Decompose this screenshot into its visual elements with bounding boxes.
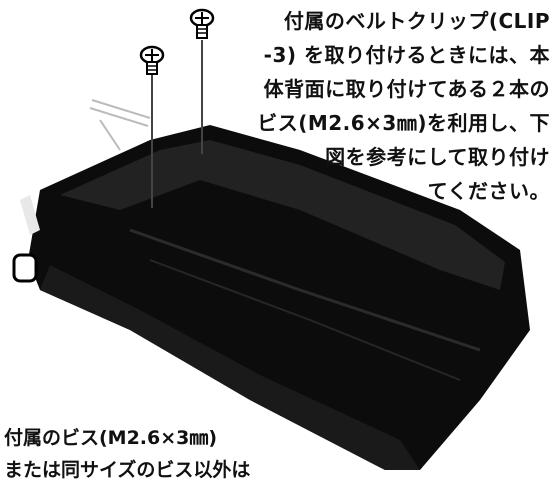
instruction-line: ビス(M2.6×3㎜)を利用し、下 (257, 111, 550, 135)
screw-icon (189, 8, 215, 39)
instruction-line: 付属のベルトクリップ(CLIP (283, 9, 550, 33)
screw-left (139, 45, 165, 208)
warning-text: 付属のビス(M2.6×3㎜) または同サイズのビス以外は (4, 422, 250, 486)
clip-tab (12, 253, 38, 283)
warning-line: または同サイズのビス以外は (4, 459, 251, 481)
instruction-line: -3) を取り付けるときには、本 (263, 43, 550, 67)
instruction-line: 図を参考にして取り付け (325, 145, 550, 169)
warning-line: 付属のビス(M2.6×3㎜) (4, 427, 218, 449)
radio-body (12, 125, 530, 470)
screw-right (189, 8, 215, 154)
screw-icon (139, 45, 165, 75)
instruction-line: 体背面に取り付けてある２本の (263, 77, 550, 101)
antenna-lines (89, 99, 151, 151)
instruction-line: てください。 (427, 179, 550, 203)
instruction-text: 付属のベルトクリップ(CLIP -3) を取り付けるときには、本 体背面に取り付… (220, 4, 550, 208)
